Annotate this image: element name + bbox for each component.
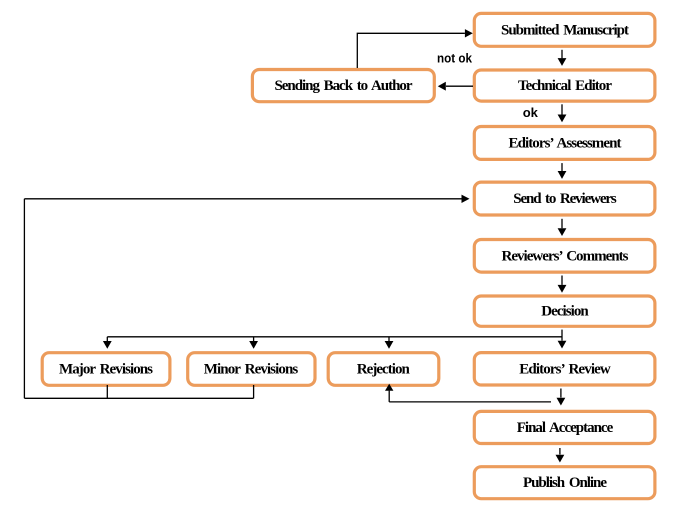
svg-text:Publish Online: Publish Online [523,475,607,491]
svg-text:Editors’ Assessment: Editors’ Assessment [509,135,622,151]
svg-text:Technical Editor: Technical Editor [518,78,612,94]
svg-text:Rejection: Rejection [357,361,411,377]
svg-text:Send to Reviewers: Send to Reviewers [513,191,617,207]
svg-text:Reviewers’ Comments: Reviewers’ Comments [502,248,629,264]
svg-text:Minor Revisions: Minor Revisions [204,361,299,377]
svg-text:Sending Back to Author: Sending Back to Author [275,78,413,94]
svg-text:ok: ok [523,105,539,120]
svg-text:Final Acceptance: Final Acceptance [517,420,614,436]
svg-text:Editors’ Review: Editors’ Review [519,361,611,377]
svg-text:Major Revisions: Major Revisions [59,361,153,377]
svg-text:Submitted Manuscript: Submitted Manuscript [501,22,629,38]
svg-text:Decision: Decision [541,304,589,320]
svg-text:not ok: not ok [437,51,473,66]
